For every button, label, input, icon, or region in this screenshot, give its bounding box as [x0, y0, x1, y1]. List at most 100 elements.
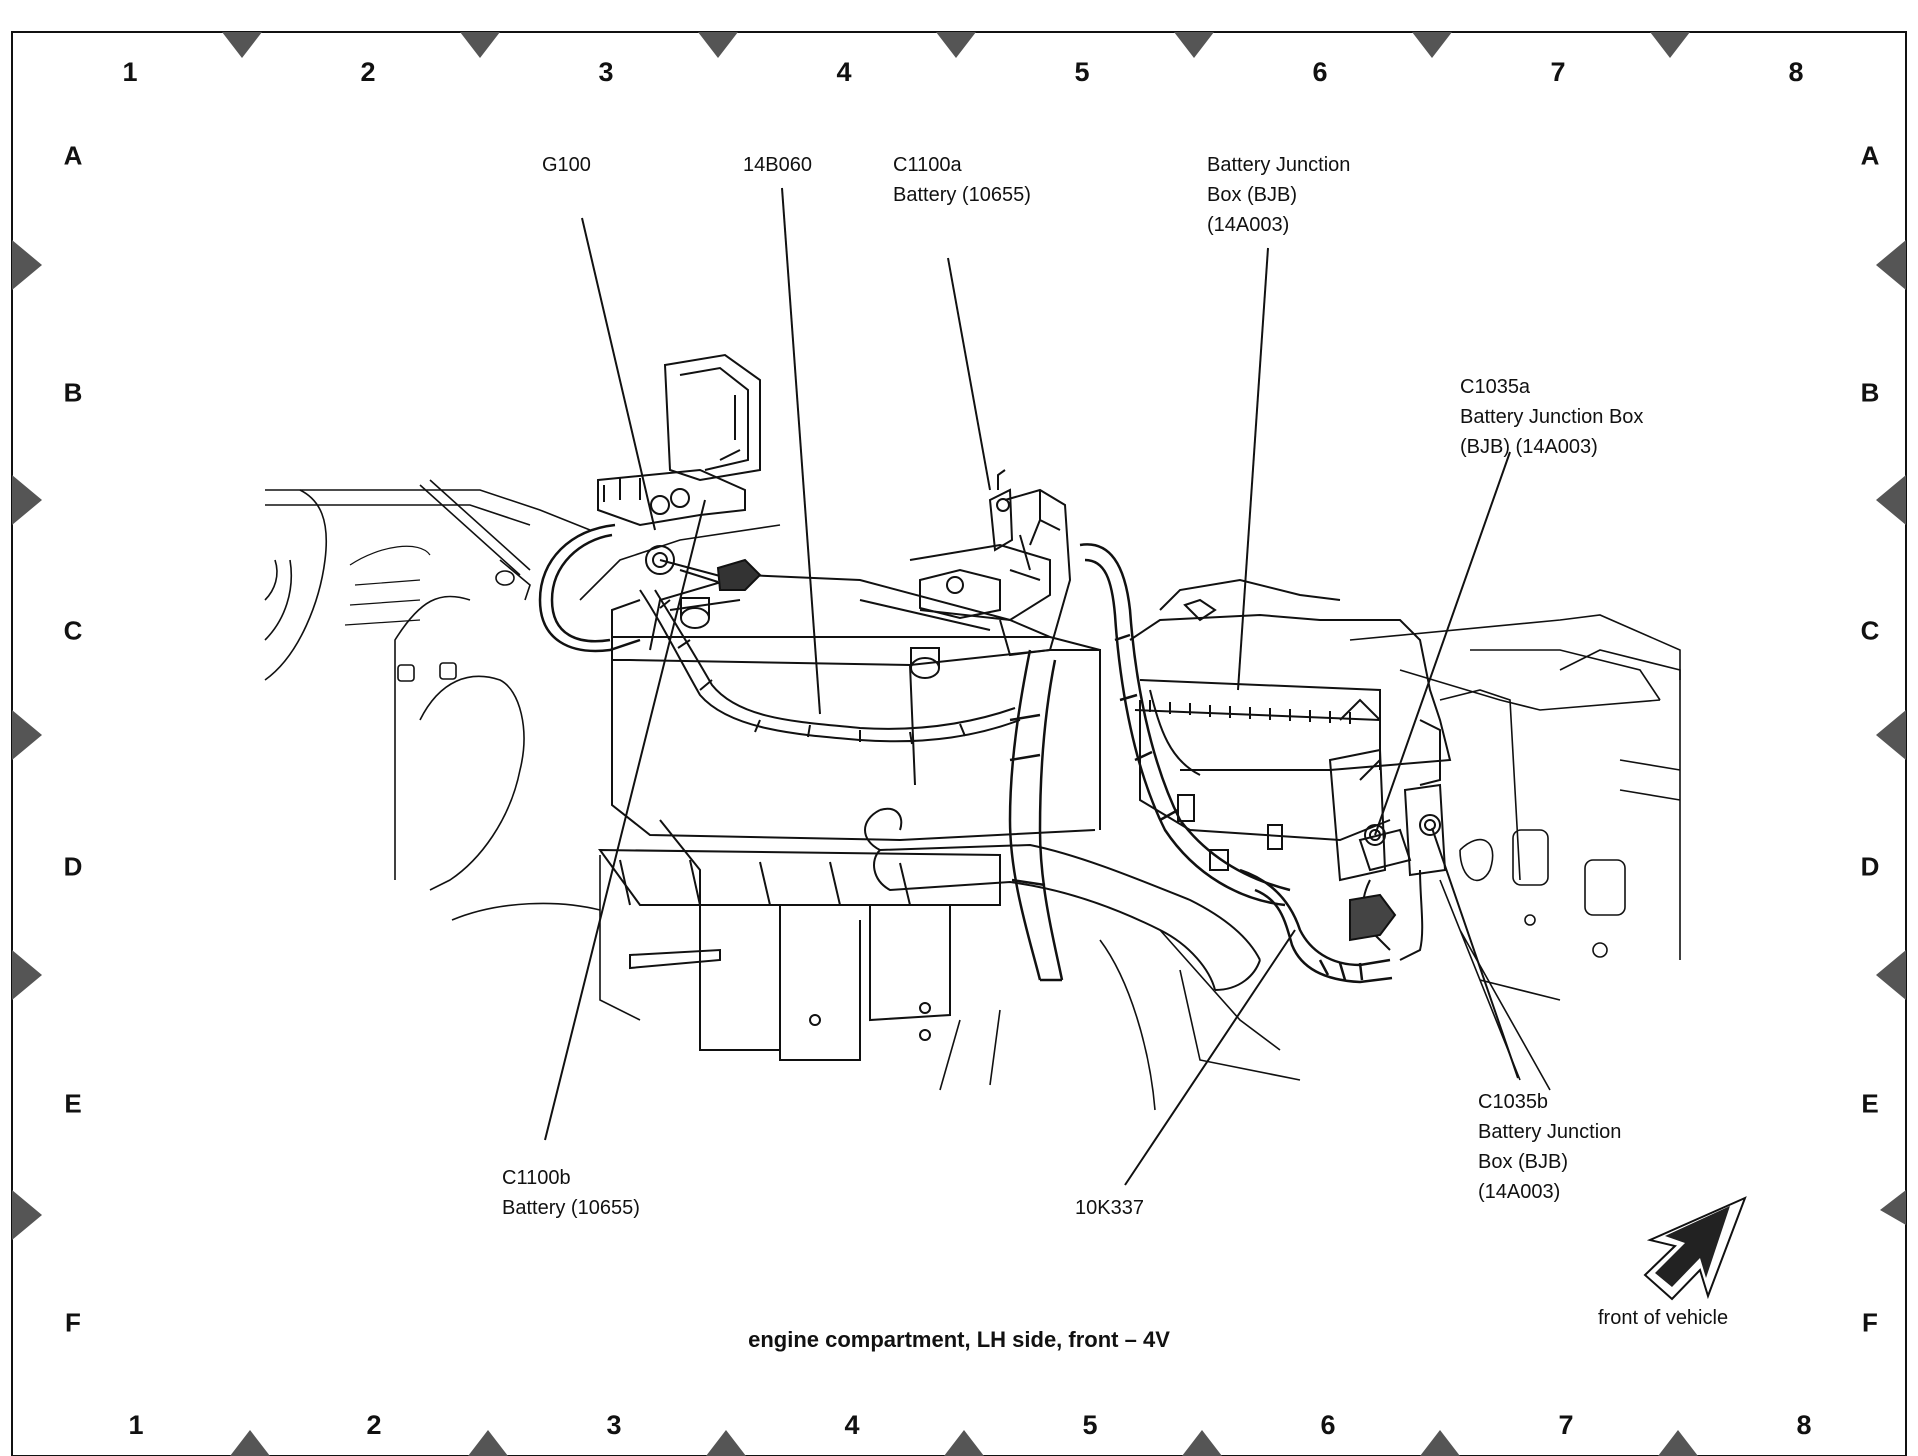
battery: [598, 573, 1101, 1061]
diagram-caption: engine compartment, LH side, front – 4V: [748, 1327, 1170, 1352]
callout-line: C1100a: [893, 154, 962, 176]
callout-g100: G100: [542, 150, 591, 180]
left-marker: [12, 1190, 42, 1240]
callout-line: Box (BJB): [1478, 1151, 1569, 1173]
left-body-panel: [264, 479, 781, 921]
battery-junction-box: [1129, 578, 1452, 871]
row-label-right: F: [1862, 1307, 1878, 1338]
bottom-marker: [468, 1430, 508, 1456]
column-label-bottom: 3: [606, 1410, 622, 1440]
column-label-bottom: 5: [1082, 1410, 1098, 1440]
callout-line: 10K337: [1075, 1197, 1144, 1219]
bottom-marker: [1182, 1430, 1222, 1456]
page-border: [11, 31, 1907, 1456]
row-label-right: B: [1860, 377, 1880, 408]
front-of-vehicle-arrow: [1643, 1196, 1747, 1301]
leader-bjb: [1237, 247, 1269, 691]
callout-line: (BJB) (14A003): [1460, 436, 1598, 458]
top-marker: [1412, 32, 1452, 58]
callout-c1100b: C1100b Battery (10655): [502, 1163, 640, 1223]
bjb-feed-cable: [1079, 543, 1291, 907]
leader-c1035b: [1431, 827, 1519, 1079]
right-marker: [1876, 950, 1906, 1000]
column-label-top: 2: [360, 57, 376, 87]
callout-line: Battery Junction: [1478, 1121, 1622, 1143]
leader-lines: [544, 187, 1519, 1186]
column-label-top: 4: [836, 57, 852, 87]
column-label-bottom: 8: [1796, 1410, 1812, 1440]
air-duct-hose: [864, 807, 1261, 991]
callout-c1035b: C1035b Battery Junction Box (BJB) (14A00…: [1478, 1087, 1621, 1207]
positive-terminal-clamp: [909, 469, 1072, 657]
right-marker: [1880, 1190, 1906, 1225]
bottom-marker: [706, 1430, 746, 1456]
leader-10k337: [1124, 929, 1296, 1186]
left-marker: [12, 240, 42, 290]
callout-c1035a: C1035a Battery Junction Box (BJB) (14A00…: [1460, 372, 1643, 462]
row-label-left: E: [64, 1088, 82, 1119]
column-label-top: 5: [1074, 57, 1090, 87]
column-label-bottom: 7: [1558, 1410, 1574, 1440]
callout-line: Battery (10655): [893, 184, 1031, 206]
row-label-right: E: [1861, 1088, 1879, 1119]
bjb-studs: [1328, 748, 1447, 961]
negative-cable: [538, 523, 641, 653]
front-of-vehicle-label: front of vehicle: [1598, 1307, 1729, 1329]
column-label-top: 8: [1788, 57, 1804, 87]
harness-10k337: [1239, 868, 1393, 984]
callout-line: C1100b: [502, 1167, 571, 1189]
callout-14b060: 14B060: [743, 150, 812, 180]
callout-line: (14A003): [1478, 1181, 1561, 1203]
callout-line: Battery Junction Box: [1460, 406, 1644, 428]
leader-c1100a: [947, 257, 991, 491]
bottom-marker: [1658, 1430, 1698, 1456]
leader-14b060: [781, 187, 821, 715]
right-marker: [1876, 240, 1906, 290]
row-label-right: C: [1860, 615, 1880, 646]
column-label-bottom: 6: [1320, 1410, 1336, 1440]
top-marker: [698, 32, 738, 58]
row-label-left: D: [63, 851, 83, 882]
column-label-top: 6: [1312, 57, 1328, 87]
bottom-marker: [944, 1430, 984, 1456]
leader-g100: [581, 217, 656, 531]
harness-14b060: [639, 589, 1021, 745]
row-label-right: A: [1860, 140, 1880, 171]
callout-line: C1035b: [1478, 1091, 1549, 1113]
column-label-bottom: 1: [128, 1410, 144, 1440]
left-marker: [12, 950, 42, 1000]
right-marker: [1876, 475, 1906, 525]
callout-line: Battery Junction: [1207, 154, 1351, 176]
column-label-top: 3: [598, 57, 614, 87]
positive-cable: [1008, 649, 1064, 982]
callout-line: G100: [542, 154, 591, 176]
callout-c1100a: C1100a Battery (10655): [893, 150, 1031, 210]
callout-line: C1035a: [1460, 376, 1531, 398]
row-label-left: B: [63, 377, 83, 408]
right-background-structure: [1099, 614, 1681, 1111]
top-marker: [1650, 32, 1690, 58]
row-label-left: C: [63, 615, 83, 646]
bottom-marker: [230, 1430, 270, 1456]
left-marker: [12, 475, 42, 525]
row-label-left: F: [65, 1307, 81, 1338]
leader-c1100b: [544, 499, 706, 1141]
callout-line: Box (BJB): [1207, 184, 1298, 206]
callout-10k337: 10K337: [1075, 1193, 1144, 1223]
battery-tray: [599, 855, 1001, 1091]
top-marker: [460, 32, 500, 58]
left-marker: [12, 710, 42, 760]
column-label-bottom: 2: [366, 1410, 382, 1440]
callout-bjb-top: Battery Junction Box (BJB) (14A003): [1207, 150, 1350, 240]
callout-line: (14A003): [1207, 214, 1290, 236]
grid-markers: [12, 32, 1906, 1456]
column-label-bottom: 4: [844, 1410, 860, 1440]
column-label-top: 1: [122, 57, 138, 87]
top-marker: [936, 32, 976, 58]
negative-terminal-cover: [597, 353, 761, 527]
right-marker: [1876, 710, 1906, 760]
callout-line: 14B060: [743, 154, 812, 176]
column-label-top: 7: [1550, 57, 1566, 87]
